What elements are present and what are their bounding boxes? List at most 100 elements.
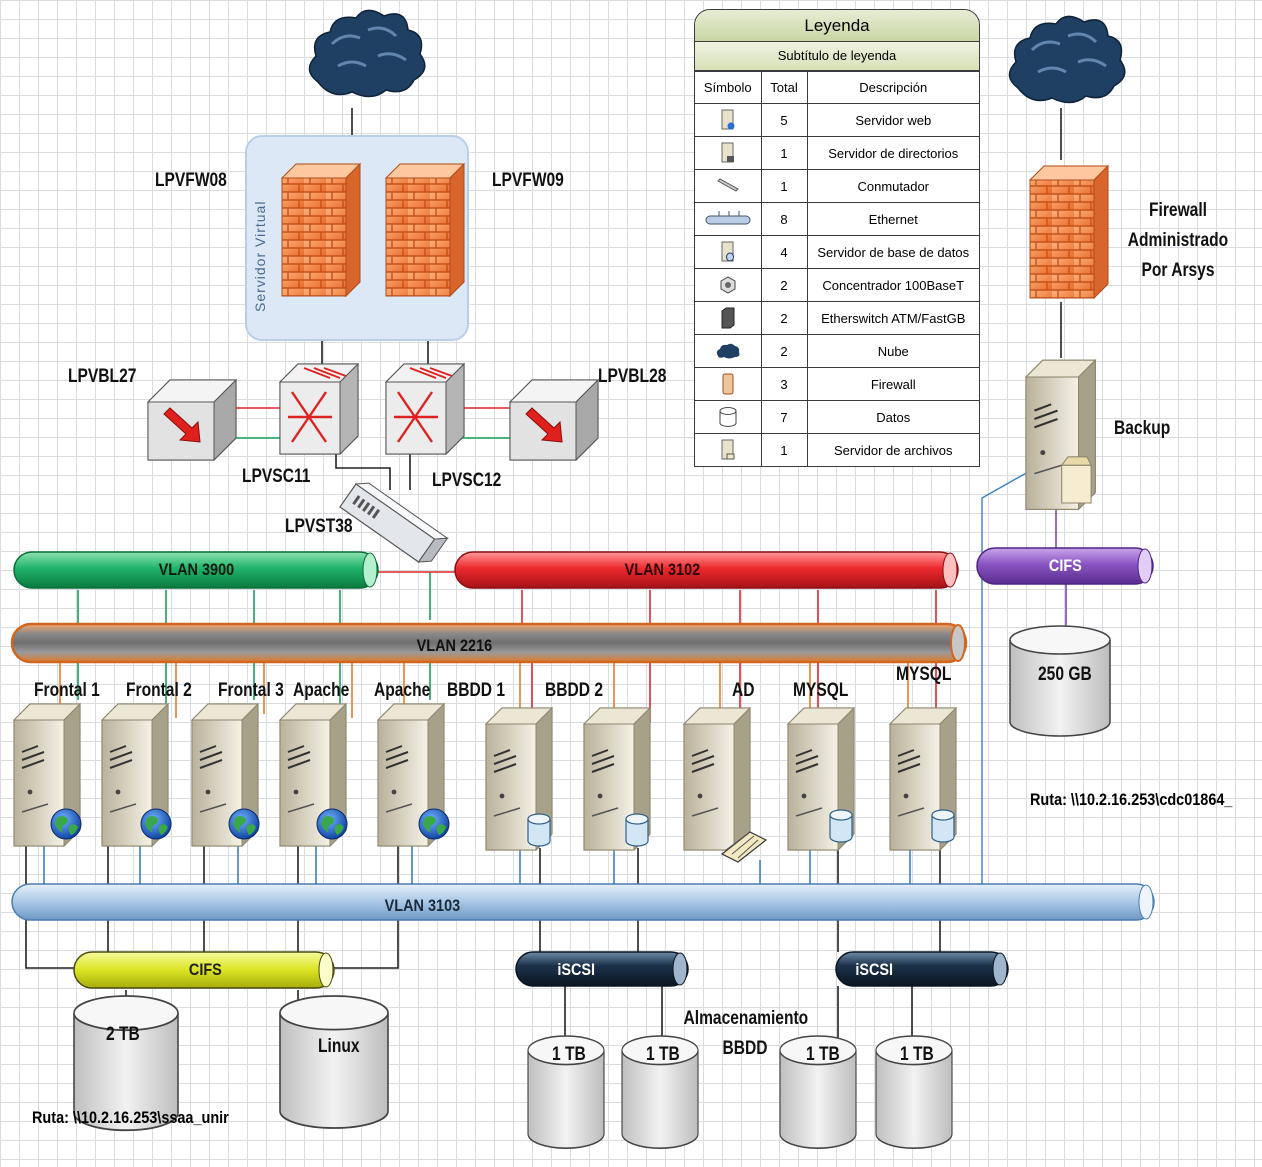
legend-row: 1 Conmutador [695, 169, 979, 203]
firewall-icon [1029, 165, 1109, 299]
database-server-icon [889, 707, 957, 851]
legend-description: Firewall [806, 367, 979, 401]
legend-header-symbol: Símbolo [695, 71, 762, 104]
vlan-3900-pipe [13, 551, 379, 589]
legend-total: 2 [760, 268, 808, 302]
legend-total: 1 [760, 433, 808, 466]
legend-description: Concentrador 100BaseT [806, 268, 979, 302]
directory-server-icon [695, 136, 762, 170]
database-server-icon [583, 707, 651, 851]
cifs-backup-pipe [976, 547, 1154, 585]
legend-total: 1 [760, 169, 808, 203]
legend-description: Servidor de archivos [806, 433, 979, 466]
iscsi-label: iSCSI [855, 960, 894, 979]
iscsi-disk-label: 1 TB [806, 1044, 840, 1065]
server-label: Frontal 1 [34, 680, 100, 701]
database-server-icon [485, 707, 553, 851]
legend-total: 1 [760, 136, 808, 170]
iscsi-disk-label: 1 TB [900, 1044, 934, 1065]
legend-total: 3 [760, 367, 808, 401]
iscsi-pipe [835, 951, 1009, 987]
etherswitch-icon [695, 301, 762, 335]
firewall-icon [695, 367, 762, 401]
legend-description: Datos [806, 400, 979, 434]
legend-total: 4 [760, 235, 808, 269]
web-server-icon [191, 703, 260, 847]
web-server-icon [377, 703, 450, 847]
legend-row: 1 Servidor de directorios [695, 136, 979, 170]
vlan-3103-pipe [11, 883, 1155, 921]
legend-row: 3 Firewall [695, 367, 979, 401]
cifs-bottom-label: CIFS [188, 960, 222, 979]
legend-total: 7 [760, 400, 808, 434]
legend-description: Nube [806, 334, 979, 368]
iscsi-pipe [515, 951, 689, 987]
fw2-label: LPVFW09 [492, 170, 564, 191]
vlan-3103-label: VLAN 3103 [384, 896, 461, 915]
legend-row: 1 Servidor de archivos [695, 433, 979, 466]
sw1-label: LPVSC11 [242, 466, 311, 487]
legend-description: Ethernet [806, 202, 979, 236]
load-balancer-icon [509, 379, 599, 461]
cloud-icon [307, 8, 427, 99]
ethernet-icon [695, 202, 762, 236]
switch-icon [695, 169, 762, 203]
backup-label: Backup [1114, 418, 1171, 439]
virtual-server-label: Servidor Virtual [252, 200, 268, 312]
legend-total: 5 [760, 103, 808, 137]
server-label: Apache [374, 680, 431, 701]
hub-icon [695, 268, 762, 302]
server-label: Frontal 3 [218, 680, 284, 701]
web-server-icon [13, 703, 82, 847]
legend-description: Etherswitch ATM/FastGB [806, 301, 979, 335]
load-balancer-icon [147, 379, 237, 461]
file-server-icon [683, 707, 768, 863]
legend-header-total: Total [760, 71, 808, 104]
legend-row: 2 Nube [695, 334, 979, 368]
cloud-icon [1007, 14, 1127, 105]
iscsi-disk-label: 1 TB [646, 1044, 680, 1065]
vlan-3900-label: VLAN 3900 [158, 560, 235, 579]
st-label: LPVST38 [285, 516, 353, 537]
router-icon [384, 362, 466, 456]
backup-disk-label: 250 GB [1038, 664, 1092, 685]
vlan-3102-label: VLAN 3102 [624, 560, 701, 579]
legend-description: Servidor web [806, 103, 979, 137]
legend-description: Servidor de directorios [806, 136, 979, 170]
legend-row: 7 Datos [695, 400, 979, 434]
web-server-icon [279, 703, 348, 847]
server-label: AD [732, 680, 755, 701]
legend-total: 2 [760, 301, 808, 335]
firewall-icon [281, 163, 361, 297]
database-server-icon [695, 235, 762, 269]
server-label: Frontal 2 [126, 680, 192, 701]
disk-linux-icon [279, 995, 389, 1129]
switch-icon [339, 482, 449, 563]
server-label: BBDD 1 [447, 680, 506, 701]
cifs-bottom-pipe [73, 951, 335, 989]
legend-header-row: Símbolo Total Descripción [695, 71, 979, 104]
server-label: BBDD 2 [545, 680, 604, 701]
cifs-backup-label: CIFS [1048, 556, 1082, 575]
legend-total: 8 [760, 202, 808, 236]
disk-linux-label: Linux [318, 1036, 360, 1057]
legend-subtitle: Subtítulo de leyenda [695, 42, 979, 71]
legend-title: Leyenda [695, 10, 979, 42]
web-server-icon [695, 103, 762, 137]
legend-description: Conmutador [806, 169, 979, 203]
lb2-label: LPVBL28 [598, 366, 667, 387]
sw2-label: LPVSC12 [432, 470, 502, 491]
server-label: MYSQL [896, 664, 952, 685]
firewall-arsys-label: Firewall Administrado Por Arsys [1127, 200, 1229, 281]
iscsi-label: iSCSI [557, 960, 596, 979]
server-label: MYSQL [793, 680, 849, 701]
legend: Leyenda Subtítulo de leyenda Símbolo Tot… [694, 9, 980, 467]
vlan-2216-label: VLAN 2216 [416, 636, 493, 655]
legend-row: 5 Servidor web [695, 103, 979, 137]
web-server-icon [101, 703, 172, 847]
backup-ruta: Ruta: \\10.2.16.253\cdc01864_ [1030, 790, 1233, 809]
router-icon [278, 362, 360, 456]
data-icon [695, 400, 762, 434]
database-server-icon [787, 707, 855, 851]
legend-row: 2 Etherswitch ATM/FastGB [695, 301, 979, 335]
